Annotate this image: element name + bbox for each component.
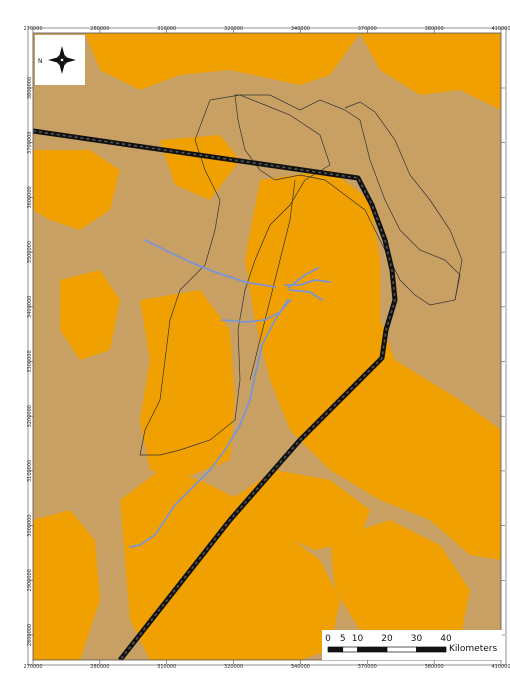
basin-outline — [234, 94, 461, 306]
x-tick-label-top: 340000 — [291, 26, 310, 32]
river — [129, 299, 289, 548]
map-border — [32, 32, 502, 661]
map-body — [33, 33, 501, 660]
x-tick-label-top: 320000 — [224, 26, 243, 32]
orange-zone — [120, 470, 340, 660]
boundary-line — [33, 128, 398, 660]
scale-bar-label: 20 — [381, 634, 393, 644]
river — [144, 239, 276, 288]
rivers — [129, 239, 331, 548]
x-tick-label-bottom: 310000 — [157, 664, 176, 670]
x-tick-label-bottom: 270000 — [23, 664, 42, 670]
basin-outline — [249, 179, 296, 381]
x-tick-label-top: 270000 — [23, 26, 42, 32]
scale-bar-segment — [416, 646, 447, 653]
scale-bar-label: 40 — [440, 634, 452, 644]
river — [289, 289, 323, 301]
scale-bar-label: 10 — [352, 634, 364, 644]
river — [287, 267, 319, 289]
orange-zone — [60, 270, 120, 360]
x-tick-label-bottom: 380000 — [425, 664, 444, 670]
x-tick-label-bottom: 280000 — [90, 664, 109, 670]
north-arrow-label: N — [38, 58, 43, 65]
orange-zone — [230, 470, 370, 550]
x-tick-label-top: 310000 — [157, 26, 176, 32]
north-arrow-compass-icon — [48, 46, 76, 74]
scale-bar-segment — [342, 646, 358, 653]
scale-bar-segment — [357, 646, 388, 653]
orange-zone — [140, 290, 235, 480]
x-tick-label-bottom: 340000 — [291, 664, 310, 670]
x-tick-label-bottom: 410000 — [491, 664, 510, 670]
scale-bar-label: 30 — [411, 634, 423, 644]
x-tick-label-bottom: 320000 — [224, 664, 243, 670]
y-tick-label: 2800000 — [27, 624, 33, 646]
scale-bar-box — [322, 630, 502, 660]
scale-bar-segment — [327, 646, 344, 653]
graticule-ticks — [29, 29, 505, 664]
scale-bar-label: 5 — [340, 634, 346, 644]
y-tick-label: 3100000 — [27, 460, 33, 482]
graticule-labels: 270000 270000 280000 280000 310000 310000 3200… — [23, 26, 510, 670]
y-tick-label: 3700000 — [27, 132, 33, 154]
orange-zone — [360, 33, 501, 110]
orange-zone — [330, 520, 470, 650]
x-tick-label-top: 410000 — [491, 26, 510, 32]
y-tick-label: 3000000 — [27, 514, 33, 536]
basin-outline — [344, 101, 463, 301]
north-arrow: N — [35, 35, 85, 85]
y-tick-label: 3600000 — [27, 186, 33, 208]
y-tick-label: 3200000 — [27, 405, 33, 427]
y-tick-label: 3500000 — [27, 241, 33, 263]
basin-outline — [139, 94, 331, 456]
x-tick-label-top: 280000 — [90, 26, 109, 32]
y-tick-label: 3800000 — [27, 77, 33, 99]
orange-zone — [33, 150, 120, 230]
orange-zone — [33, 510, 100, 660]
y-tick-label: 3400000 — [27, 296, 33, 318]
scale-bar-unit: Kilometers — [449, 644, 497, 654]
scale-bar-segments — [327, 646, 447, 653]
y-tick-label: 3300000 — [27, 350, 33, 372]
x-tick-label-top: 370000 — [358, 26, 377, 32]
x-tick-label-bottom: 370000 — [358, 664, 377, 670]
orange-zone — [85, 33, 360, 90]
x-tick-label-top: 380000 — [425, 26, 444, 32]
scale-bar-label: 0 — [325, 634, 331, 644]
scale-bar-segment — [386, 646, 417, 653]
y-tick-label: 2900000 — [27, 569, 33, 591]
basin-outlines — [139, 94, 463, 456]
